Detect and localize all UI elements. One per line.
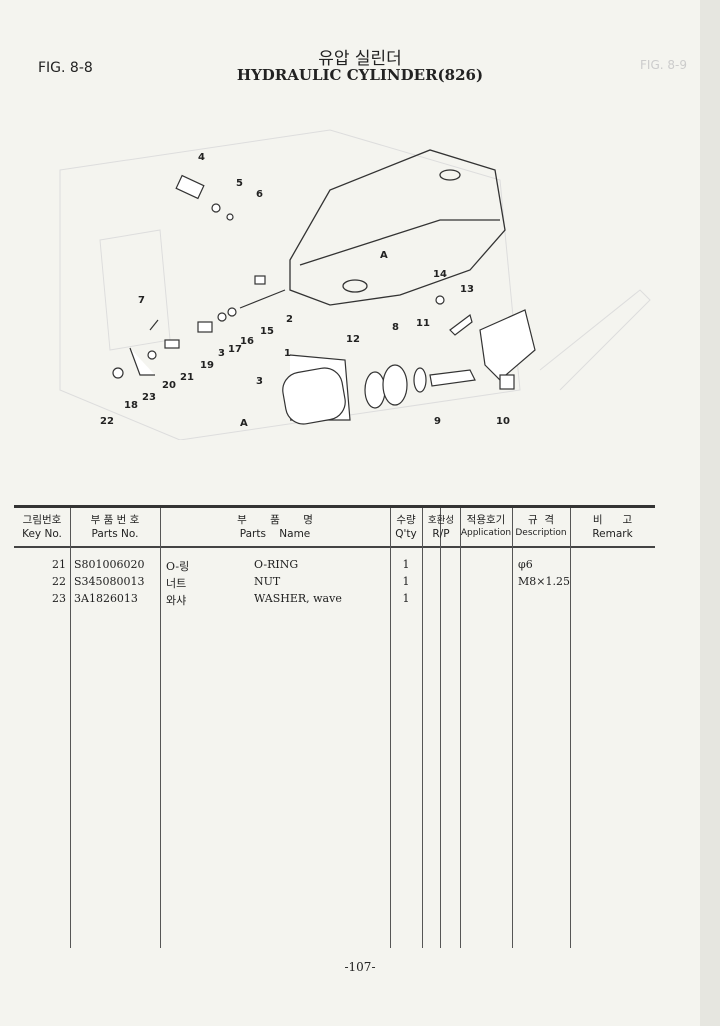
col-divider — [460, 508, 461, 948]
header-app-ko: 적용호기 — [466, 514, 506, 526]
cell-name-ko: 너트 — [166, 577, 187, 590]
cell-key: 22 — [52, 575, 66, 588]
header-qty-en: Q'ty — [395, 528, 417, 540]
exploded-parts-diagram: 4 5 6 A 7 14 13 2 15 8 11 12 16 17 3 19 … — [59, 129, 651, 440]
col-divider — [70, 508, 71, 948]
callout-3b: 3 — [256, 376, 263, 387]
cell-description: M8×1.25 — [518, 575, 570, 588]
cell-key: 23 — [52, 592, 66, 605]
callout-3: 3 — [218, 348, 225, 359]
callout-7: 7 — [138, 295, 145, 306]
callout-23: 23 — [142, 392, 156, 403]
page-number: -107- — [344, 960, 376, 974]
header-remark-en: Remark — [592, 528, 633, 540]
callout-4: 4 — [198, 152, 205, 163]
cylinder-1 — [282, 367, 346, 425]
col-divider — [160, 508, 161, 948]
header-desc-en: Description — [515, 528, 567, 538]
cell-qty: 1 — [402, 575, 410, 588]
callout-10: 10 — [496, 416, 510, 427]
cell-name-en: NUT — [254, 575, 281, 588]
header-partno-en: Parts No. — [91, 528, 139, 540]
valve-body — [289, 149, 506, 306]
cell-part-no: S801006020 — [74, 558, 145, 571]
callout-15: 15 — [260, 326, 274, 337]
callout-A-b: A — [240, 418, 248, 429]
callout-13: 13 — [460, 284, 474, 295]
callout-20: 20 — [162, 380, 176, 391]
col-divider — [512, 508, 513, 948]
callouts: 4 5 6 A 7 14 13 2 15 8 11 12 16 17 3 19 … — [100, 152, 510, 429]
callout-A: A — [380, 250, 388, 261]
callout-18: 18 — [124, 400, 138, 411]
header-rp-en: R/P — [432, 528, 450, 540]
part-8 — [382, 364, 408, 406]
cell-part-no: 3A1826013 — [74, 592, 138, 605]
cell-part-no: S345080013 — [74, 575, 145, 588]
col-divider — [390, 508, 391, 948]
bracket — [479, 309, 536, 381]
callout-19: 19 — [200, 360, 214, 371]
cell-key: 21 — [52, 558, 66, 571]
col-divider — [422, 508, 423, 948]
bleed-through-text: FIG. 8-9 — [640, 58, 687, 72]
parts-table: 그림번호 Key No. 부 품 번 호 Parts No. 부 품 명 Par… — [14, 505, 655, 948]
cell-name-ko: O-링 — [166, 560, 190, 573]
callout-8: 8 — [392, 322, 399, 333]
callout-21: 21 — [180, 372, 194, 383]
callout-11: 11 — [416, 318, 430, 329]
cell-description: φ6 — [518, 558, 533, 571]
callout-6: 6 — [256, 189, 263, 200]
callout-22: 22 — [100, 416, 114, 427]
title-english: HYDRAULIC CYLINDER(826) — [236, 66, 484, 84]
page-edge-shadow — [700, 0, 720, 1026]
header-rp-ko: 호환성 — [427, 515, 455, 526]
col-divider — [570, 508, 571, 948]
col-divider — [440, 508, 441, 948]
parts — [112, 174, 536, 425]
header-key-ko: 그림번호 — [22, 514, 62, 526]
header-name-en: Parts Name — [239, 528, 311, 540]
header-qty-ko: 수량 — [396, 514, 416, 526]
cell-name-ko: 와샤 — [166, 594, 187, 607]
cell-qty: 1 — [402, 558, 410, 571]
header-remark-ko: 비 고 — [592, 514, 633, 526]
callout-12: 12 — [346, 334, 360, 345]
cell-name-en: O-RING — [254, 558, 299, 571]
header-app-en: Application — [460, 528, 512, 538]
part-4 — [175, 174, 205, 200]
header-divider — [14, 546, 655, 548]
callout-2: 2 — [286, 314, 293, 325]
figure-number: FIG. 8-8 — [38, 60, 93, 76]
callout-14: 14 — [433, 269, 447, 280]
header-name-ko: 부 품 명 — [237, 514, 313, 526]
callout-17: 17 — [228, 344, 242, 355]
callout-16: 16 — [240, 336, 254, 347]
cell-qty: 1 — [402, 592, 410, 605]
header-key-en: Key No. — [22, 528, 62, 540]
header-desc-ko: 규 격 — [528, 514, 554, 526]
rod-9 — [429, 369, 476, 387]
header-partno-ko: 부 품 번 호 — [90, 514, 140, 526]
title-korean: 유압 실린더 — [318, 49, 402, 69]
callout-1: 1 — [284, 348, 291, 359]
cell-name-en: WASHER, wave — [254, 592, 342, 605]
callout-5: 5 — [236, 178, 243, 189]
callout-9: 9 — [434, 416, 441, 427]
